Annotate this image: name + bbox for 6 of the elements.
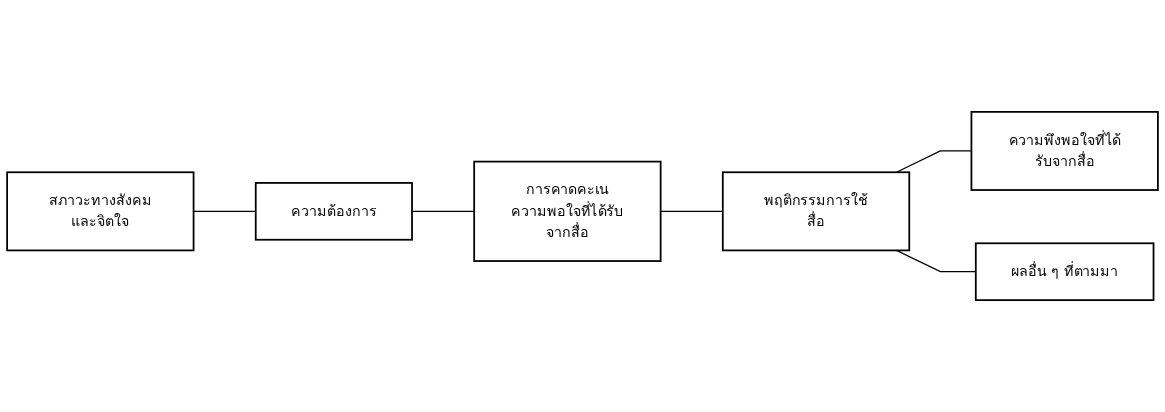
- node-box: ความต้องการ: [254, 182, 413, 241]
- node-box: ผลอื่น ๆ ที่ตามมา: [974, 242, 1155, 301]
- node-box: การคาดคะเนความพอใจที่ได้รับจากสื่อ: [473, 160, 662, 262]
- node-box: ความพึงพอใจที่ได้รับจากสื่อ: [970, 111, 1159, 191]
- node-box: สภาวะทางสังคมและจิตใจ: [6, 171, 195, 252]
- node-box: พฤติกรรมการใช้สื่อ: [721, 171, 911, 252]
